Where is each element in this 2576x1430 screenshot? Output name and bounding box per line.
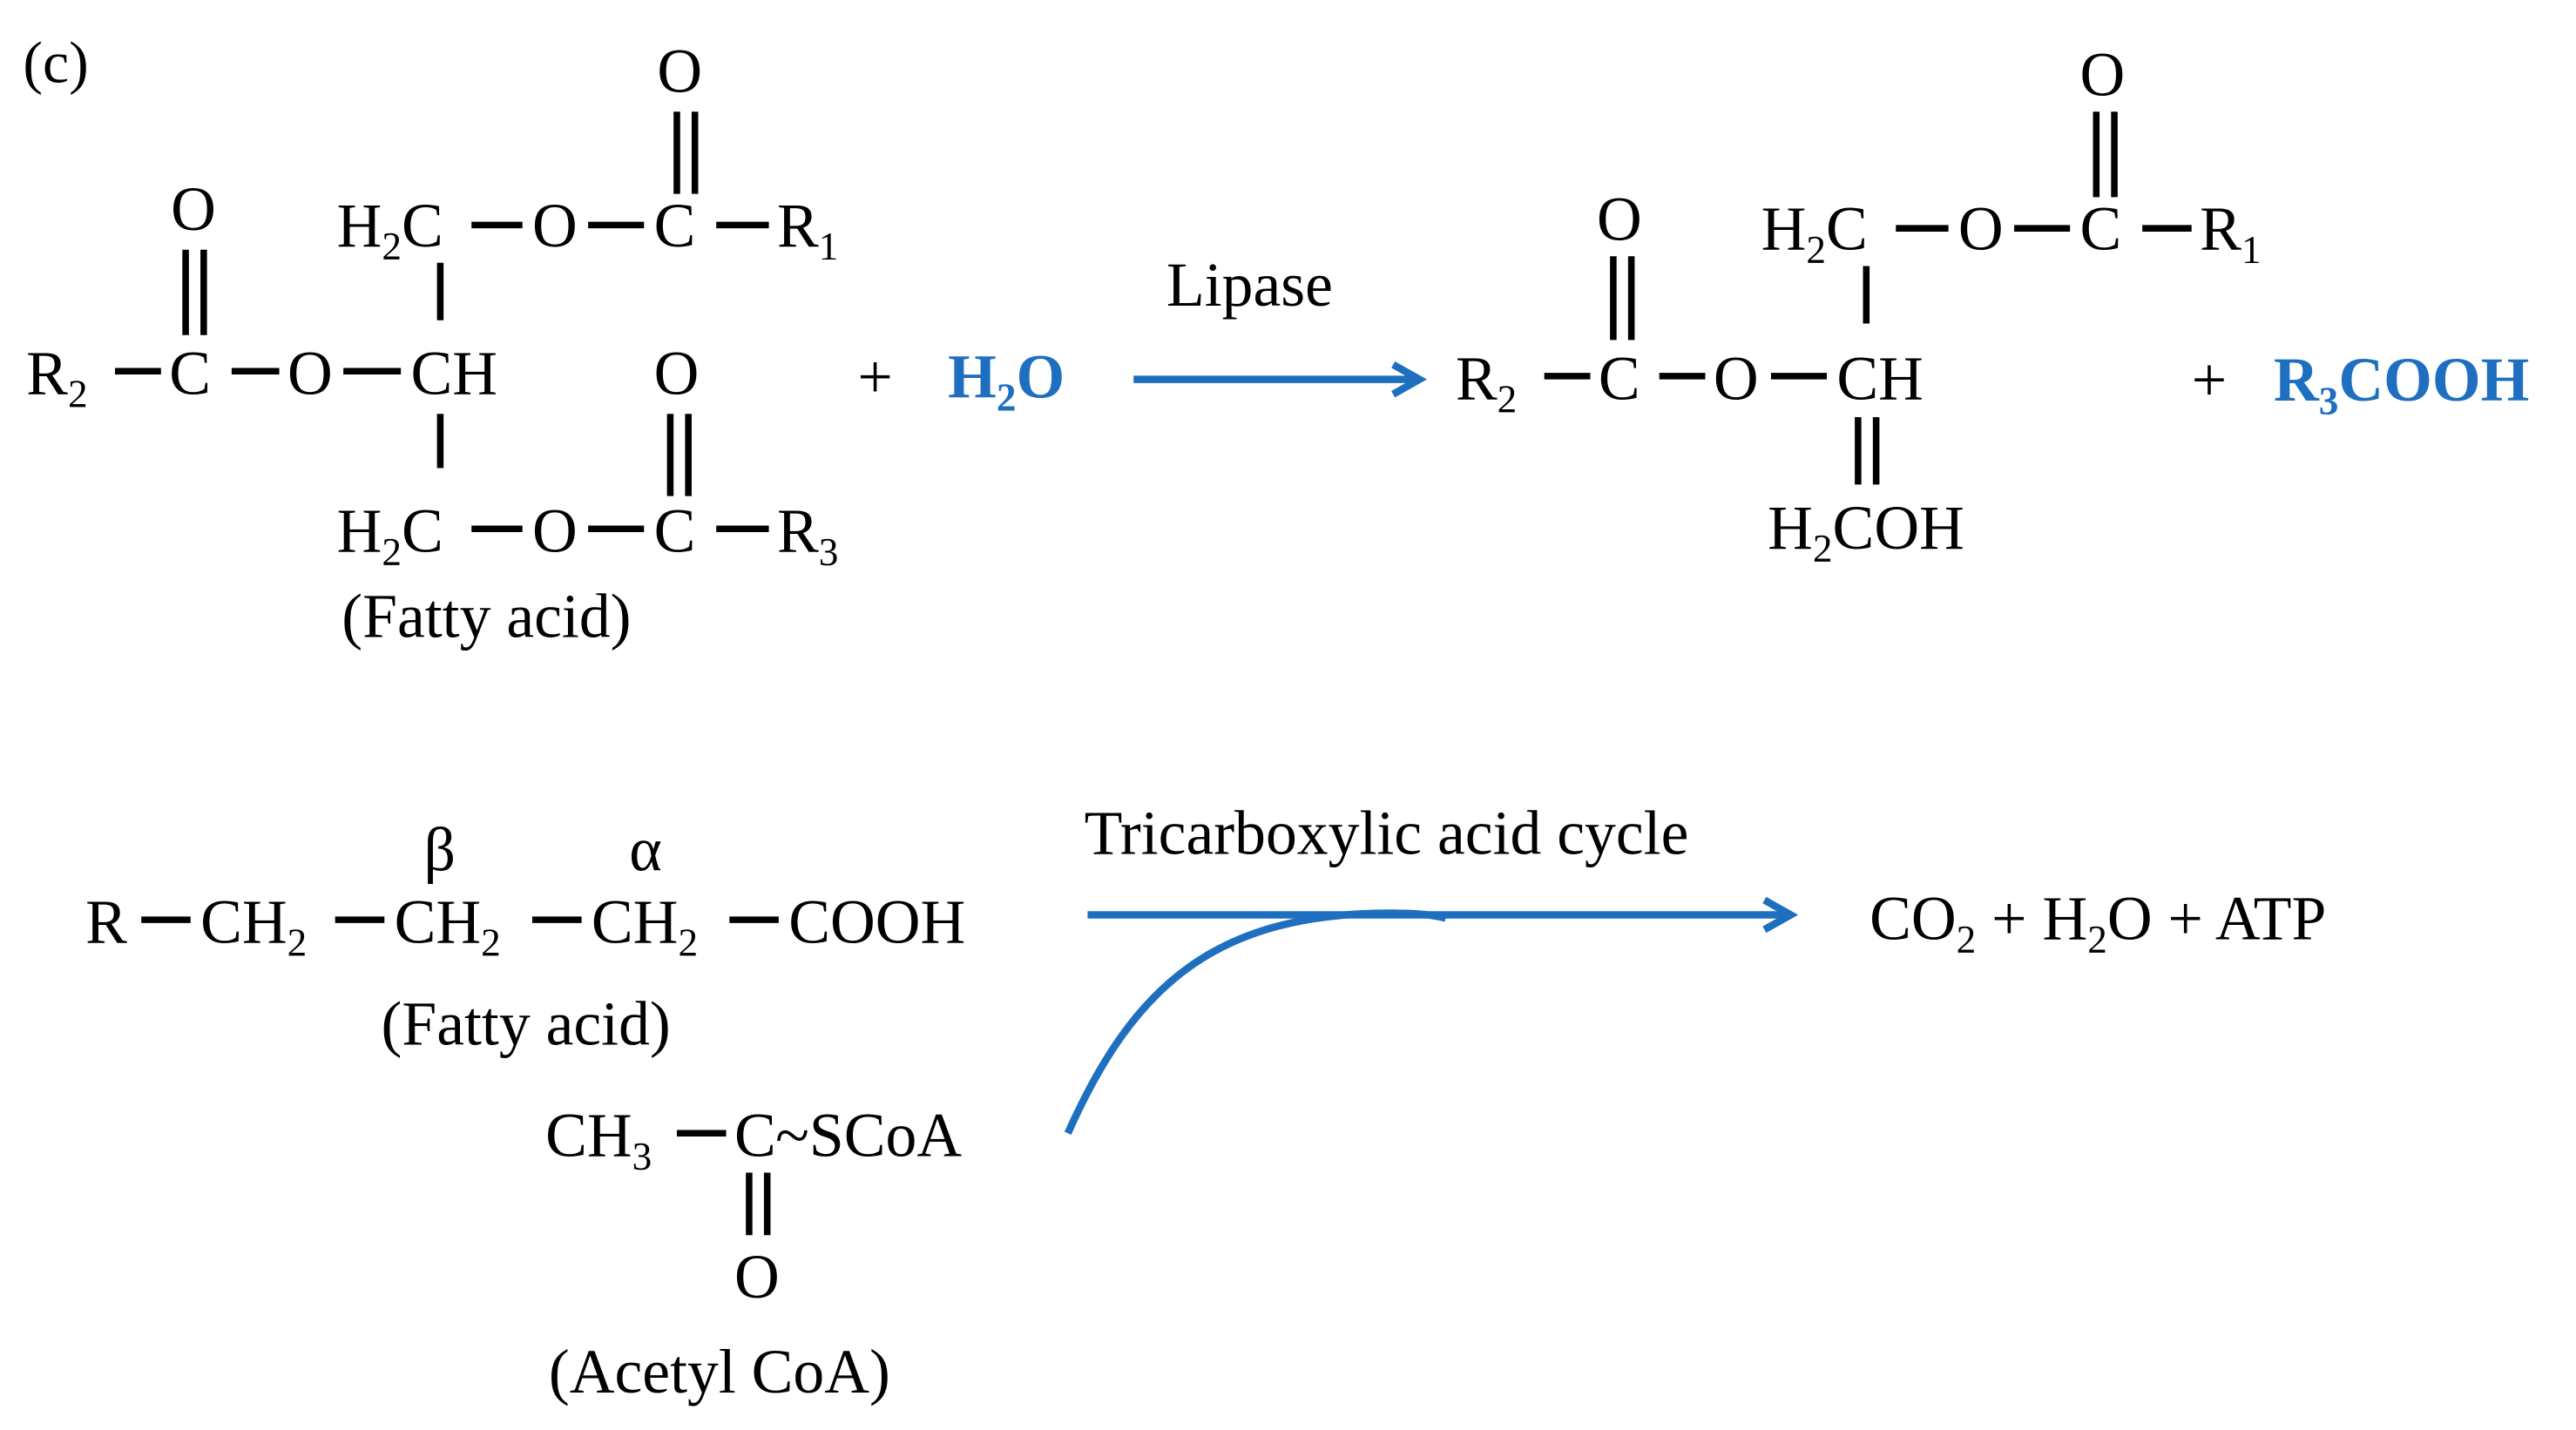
r2-group: R2 bbox=[26, 339, 87, 416]
o-carbonyl-middle: O bbox=[171, 174, 216, 244]
lipase-label: Lipase bbox=[1166, 250, 1333, 320]
alpha-label: α bbox=[629, 815, 662, 885]
r1-group: R1 bbox=[777, 191, 838, 268]
c-bottom: C bbox=[654, 496, 696, 566]
plus-sign-2: + bbox=[2192, 345, 2227, 415]
ch-product: CH bbox=[1836, 343, 1924, 413]
o-carbonyl-product-middle: O bbox=[1597, 184, 1642, 253]
r-group: R bbox=[85, 887, 127, 957]
o-carbonyl-top: O bbox=[657, 37, 702, 106]
water-reactant: H2O bbox=[948, 341, 1065, 419]
cooh-group: COOH bbox=[788, 887, 965, 957]
diglyceride-molecule: H2C O C O R1 R2 C O O CH H2COH bbox=[1456, 39, 2262, 570]
h2c-bottom: H2C bbox=[337, 496, 443, 574]
ch2-gamma: CH2 bbox=[200, 887, 307, 965]
o-product-top: O bbox=[1958, 194, 2004, 264]
o-carbonyl-product-top: O bbox=[2079, 39, 2125, 109]
h2c-top: H2C bbox=[337, 191, 443, 268]
h2coh-group: H2COH bbox=[1768, 493, 1964, 570]
fatty-acid-caption-bottom: (Fatty acid) bbox=[382, 988, 671, 1058]
tca-products: CO2 + H2O + ATP bbox=[1869, 884, 2326, 961]
o-bottom: O bbox=[532, 496, 578, 566]
r1-product: R1 bbox=[2200, 194, 2261, 272]
fatty-acid-caption-top: (Fatty acid) bbox=[341, 582, 631, 651]
r2-product: R2 bbox=[1456, 343, 1517, 421]
acetyl-carbon: C bbox=[734, 1101, 776, 1170]
free-fatty-acid-product: R3COOH bbox=[2274, 345, 2529, 422]
beta-label: β bbox=[424, 815, 456, 885]
o-carbonyl-bottom: O bbox=[654, 339, 700, 408]
r3-group: R3 bbox=[777, 496, 838, 574]
panel-label: (c) bbox=[23, 30, 88, 95]
h2c-product: H2C bbox=[1761, 194, 1868, 272]
ch-middle: CH bbox=[410, 339, 497, 408]
tca-cycle-label: Tricarboxylic acid cycle bbox=[1085, 799, 1689, 868]
tca-arrow bbox=[1064, 896, 1799, 1135]
lipase-arrow bbox=[1133, 361, 1428, 398]
acetyl-coa-molecule: CH3 C ~SCoA O (Acetyl CoA) bbox=[545, 1101, 962, 1407]
o-acetyl: O bbox=[734, 1242, 780, 1312]
ch2-beta: CH2 bbox=[395, 887, 501, 965]
c-product-middle: C bbox=[1599, 343, 1640, 413]
c-top: C bbox=[654, 191, 696, 260]
c-product-top: C bbox=[2079, 194, 2121, 264]
thioester-scoa: ~SCoA bbox=[775, 1101, 962, 1170]
triglyceride-molecule: H2C O C O R1 R2 C O O CH H2C O C O R3 (F bbox=[26, 37, 838, 651]
o-top: O bbox=[532, 191, 578, 260]
c-middle: C bbox=[169, 339, 211, 408]
plus-sign-1: + bbox=[857, 341, 892, 411]
o-middle: O bbox=[287, 339, 333, 408]
o-product-middle: O bbox=[1714, 343, 1759, 413]
fatty-acid-chain: β α R CH2 CH2 CH2 COOH (Fatty acid) bbox=[85, 815, 965, 1059]
acetyl-coa-entry-curve bbox=[1064, 909, 1447, 1135]
ch2-alpha: CH2 bbox=[592, 887, 698, 965]
acetyl-coa-caption: (Acetyl CoA) bbox=[549, 1337, 890, 1406]
ch3-group: CH3 bbox=[545, 1101, 652, 1178]
